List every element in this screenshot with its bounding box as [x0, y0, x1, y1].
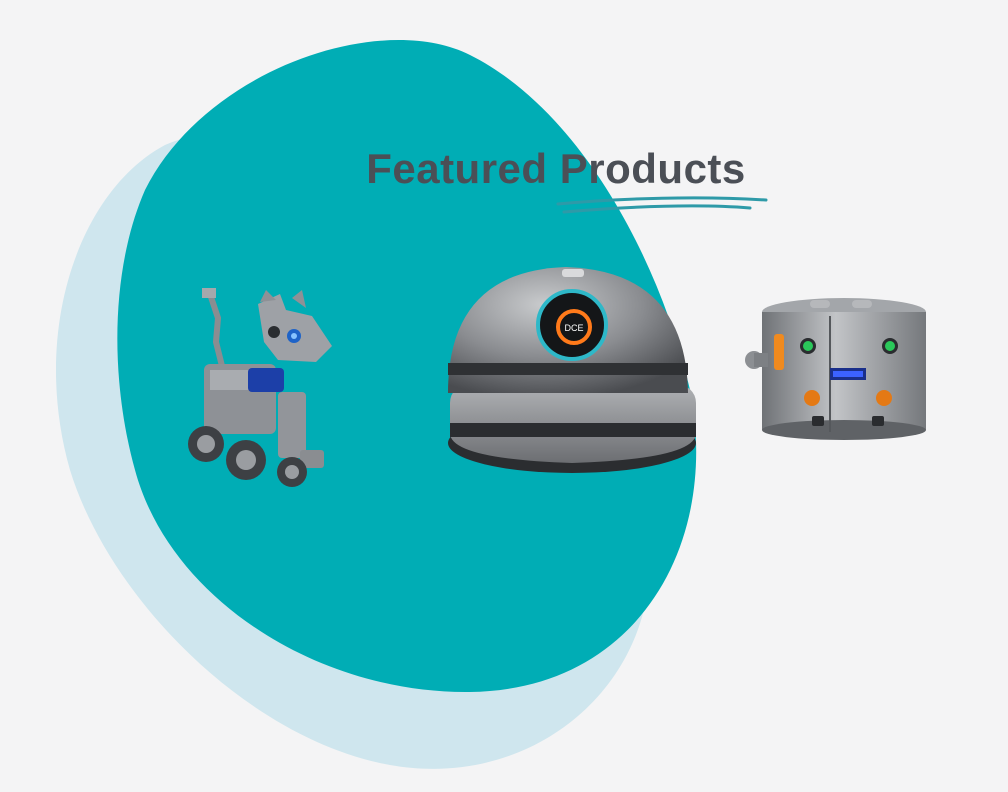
product-dome-robot[interactable]: DCE — [444, 263, 700, 477]
dome-robot-icon: DCE — [448, 267, 696, 473]
front-blob-teal — [117, 40, 697, 693]
title-wrapper: Featured Products — [0, 145, 1008, 193]
robot-dog-icon — [188, 288, 332, 487]
product-robot-dog[interactable] — [182, 282, 342, 492]
product-cylinder-robot[interactable] — [744, 298, 930, 440]
title-underline-decoration — [556, 196, 768, 214]
cylinder-robot-icon — [745, 298, 926, 440]
svg-text:DCE: DCE — [564, 323, 583, 333]
section-title: Featured Products — [366, 145, 746, 192]
